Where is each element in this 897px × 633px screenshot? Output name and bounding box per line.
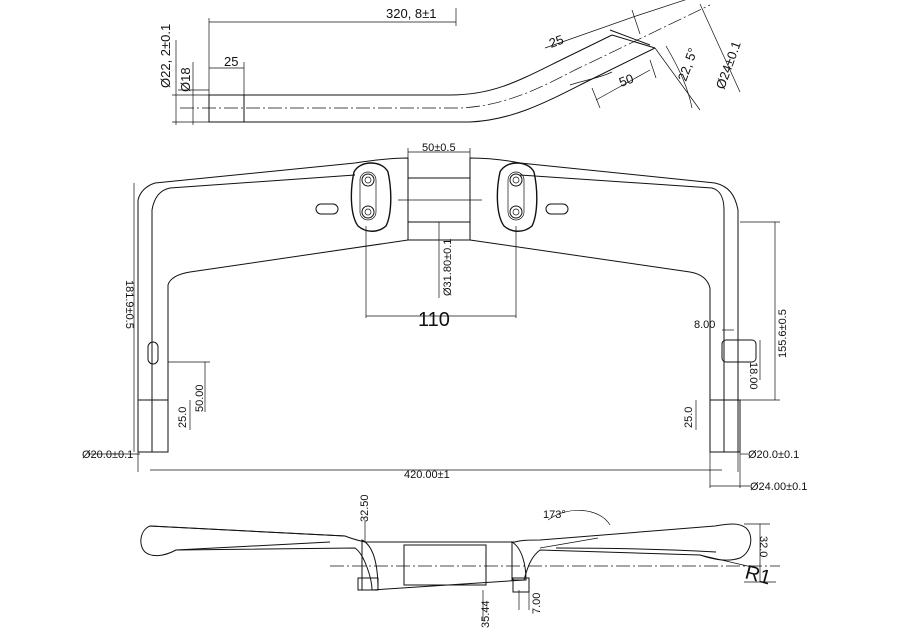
top-angle-label: 22, 5° <box>675 46 701 83</box>
total-width-label: 420.00±1 <box>404 469 450 481</box>
left-grip <box>137 399 169 453</box>
side-view: 32.50 173° 32.0 R1 35.44 7.00 <box>140 494 780 628</box>
side-bar-outline <box>140 523 752 591</box>
left-25-label: 25.0 <box>177 407 189 428</box>
top-grip-dia-label: Ø22, 2±0.1 <box>158 24 173 88</box>
top-bend-length-label: 50 <box>617 71 636 90</box>
left-height-label: 181.9±0.5 <box>123 280 135 329</box>
right-cable-slot <box>545 203 569 215</box>
top-grip-length-label: 25 <box>224 54 238 69</box>
left-grip-dia-label: Ø20.0±0.1 <box>82 449 133 461</box>
front-bar-outer <box>137 157 739 452</box>
side-small-dim-label: 7.00 <box>531 593 543 614</box>
top-length-label: 320, 8±1 <box>386 6 437 21</box>
side-top-dim-label: 32.50 <box>359 494 371 522</box>
clamp-width-label: 50±0.5 <box>422 142 456 154</box>
side-angle-label: 173° <box>543 509 566 521</box>
right-grip-dia-label: Ø20.0±0.1 <box>748 449 799 461</box>
top-view: 320, 8±1 25 Ø22, 2±0.1 Ø18 25 50 22, 5° … <box>158 0 744 125</box>
bar-centerline <box>180 4 711 109</box>
clamp-dia-label: Ø31.80±0.1 <box>442 239 454 296</box>
side-clamp <box>403 544 487 586</box>
right-25-label: 25.0 <box>683 407 695 428</box>
left-clamp-bolt <box>357 577 379 591</box>
top-inner-dia-label: Ø18 <box>178 67 193 92</box>
right-grip <box>709 399 741 453</box>
front-bar-inner <box>151 174 725 452</box>
bar-bottom-outline <box>209 47 656 123</box>
side-radius-label: R1 <box>743 562 773 590</box>
bar-top-outline <box>209 34 613 96</box>
front-view: 50±0.5 Ø31.80±0.1 110 181.9±0.5 155.6±0.… <box>82 142 807 493</box>
grip-section <box>208 94 245 123</box>
right-height-label: 155.6±0.5 <box>777 309 789 358</box>
right-clamp-ear <box>496 162 538 232</box>
side-bottom-dim-label: 35.44 <box>480 600 492 628</box>
top-end-dia-label: Ø24±0.1 <box>713 39 744 91</box>
left-cable-slot <box>315 203 339 215</box>
right-8-label: 8.00 <box>694 319 715 331</box>
left-side-slot <box>147 341 159 365</box>
left-50-label: 50.00 <box>194 384 206 412</box>
left-clamp-ear <box>350 162 392 232</box>
right-side-slot <box>721 339 757 363</box>
top-end-length-label: 25 <box>547 32 566 51</box>
clamp-spacing-label: 110 <box>418 309 450 331</box>
side-right-dim-label: 32.0 <box>757 536 769 557</box>
bottom-right-dia-label: Ø24.00±0.1 <box>750 481 807 493</box>
right-clamp-bolt <box>512 577 530 593</box>
right-18-label: 18.00 <box>747 362 759 390</box>
